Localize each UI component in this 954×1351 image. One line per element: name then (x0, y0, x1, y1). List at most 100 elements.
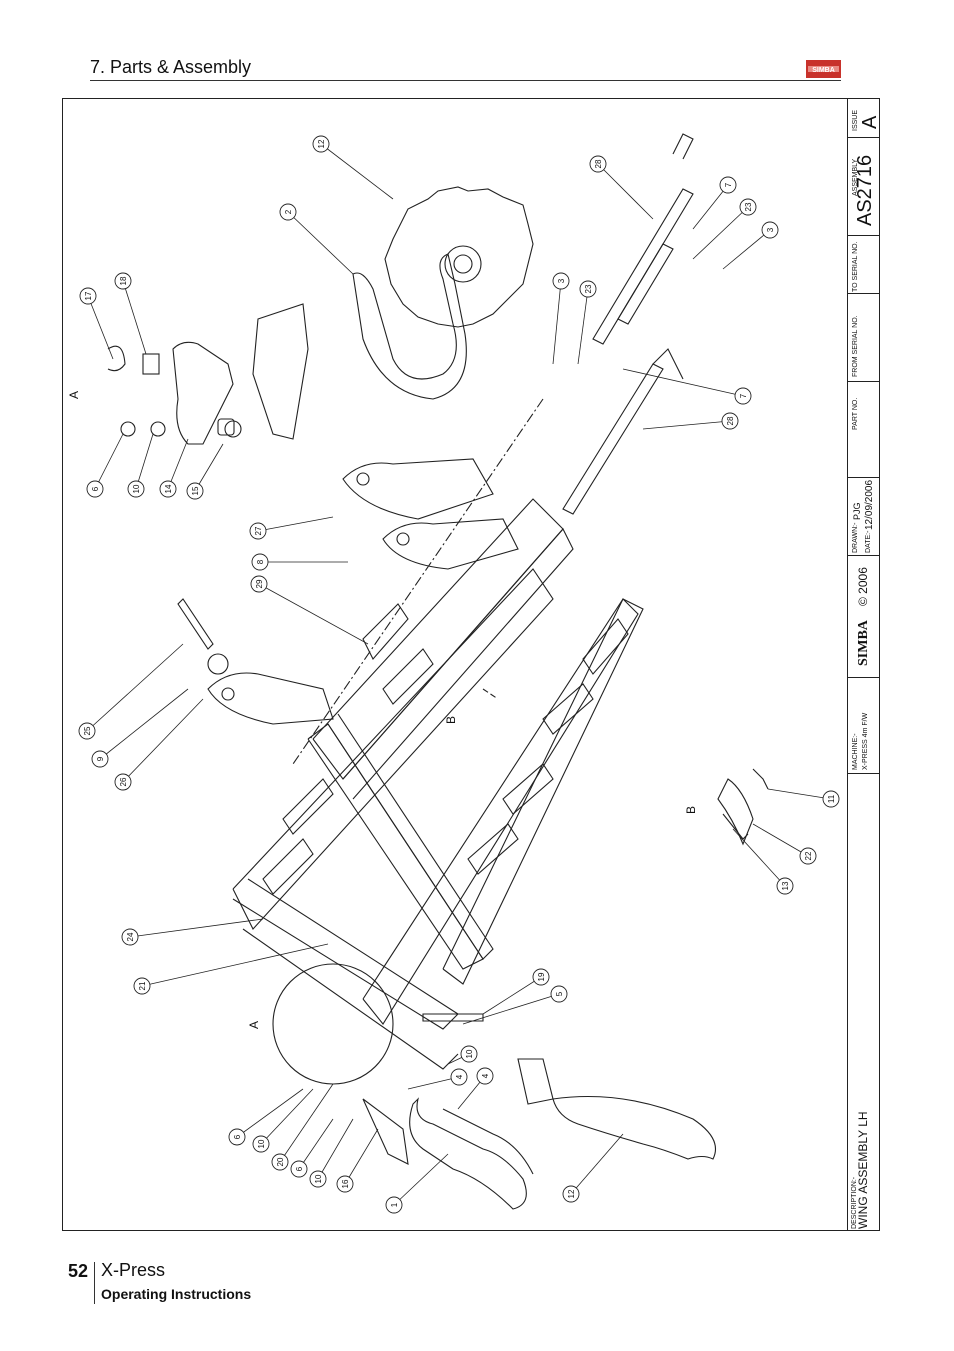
callout-number: 12 (317, 139, 326, 148)
bracket-5 (582, 618, 629, 675)
nut-left (120, 421, 136, 437)
tb-issue-value: A (859, 115, 881, 129)
bolt-cluster-plate (362, 1098, 409, 1165)
callout-number: 28 (594, 159, 603, 168)
lower-frame-rail-2 (242, 928, 459, 1070)
headstock-plate-1 (342, 458, 494, 520)
header-rule (90, 80, 841, 81)
wing-beam (442, 598, 644, 985)
mount-plate-left (172, 341, 234, 445)
tine-top (352, 253, 467, 400)
callout-number: 10 (257, 1139, 266, 1148)
callout-number: 15 (191, 486, 200, 495)
callout-bubble (121, 928, 139, 946)
callout-number: 28 (726, 416, 735, 425)
callout-bubble (532, 968, 550, 986)
callout-bubble (228, 1128, 246, 1146)
callout-number: 2 (284, 209, 293, 214)
callout-number: 6 (91, 486, 100, 491)
tb-assembly-cell: ASSEMBLY AS2716 (848, 137, 880, 236)
callout-bubble (761, 221, 779, 239)
callout-number: 16 (341, 1179, 350, 1188)
mount-bracket-left (252, 303, 309, 440)
callout-number: 10 (465, 1049, 474, 1058)
callout-number: 4 (455, 1074, 464, 1079)
section-line-2 (482, 688, 499, 700)
callout-bubble (799, 847, 817, 865)
callout-number: 3 (557, 278, 566, 283)
callout-bubble (312, 135, 330, 153)
callout-number: 23 (744, 202, 753, 211)
long-beam-right (362, 598, 639, 1025)
callout-bubble (450, 1068, 468, 1086)
tb-part-no-label: PART NO. (852, 397, 859, 430)
tb-copyright: © 2006 (856, 567, 870, 606)
page-header-title: 7. Parts & Assembly (90, 57, 252, 77)
callout-bubble (309, 1170, 327, 1188)
callout-number: 18 (119, 276, 128, 285)
section-label-a-bottom: A (247, 1021, 261, 1029)
ram-bottom (562, 363, 664, 515)
bracket-7 (502, 763, 554, 815)
tb-to-serial-label: TO SERIAL NO. (852, 241, 859, 292)
callout-number: 14 (164, 484, 173, 493)
callout-number: 25 (83, 726, 92, 735)
bracket-4 (262, 838, 314, 895)
tb-drawn-label: DRAWN:- (852, 522, 859, 553)
section-label-a-top: A (67, 391, 81, 399)
bush-left (224, 420, 242, 438)
callout-number: 13 (781, 881, 790, 890)
section-line-1 (292, 398, 544, 765)
bracket-2 (382, 648, 434, 705)
bracket-3 (282, 778, 334, 835)
callout-number: 20 (276, 1157, 285, 1166)
ram-top (592, 188, 694, 345)
footer-subtitle: Operating Instructions (101, 1286, 252, 1302)
callout-number: 5 (555, 991, 564, 996)
footer-page-number: 52 (68, 1261, 89, 1281)
callout-number: 19 (537, 972, 546, 981)
bracket-8 (467, 823, 519, 875)
callout-number: 26 (119, 777, 128, 786)
callout-bubble (114, 272, 132, 290)
footer-rule (94, 1262, 95, 1304)
footer-title: X-Press (101, 1260, 166, 1280)
shackle-block (142, 353, 160, 375)
callout-bubble (290, 1160, 308, 1178)
callout-number: 10 (314, 1174, 323, 1183)
logo-text: SIMBA (812, 67, 835, 74)
cross-beam-bottom (327, 713, 494, 960)
bolt-lower (422, 1013, 484, 1022)
lock-pin (107, 345, 126, 372)
tb-from-serial-cell: FROM SERIAL NO. (848, 293, 880, 382)
callout-bubble (251, 553, 269, 571)
tb-machine-label: MACHINE:- (852, 733, 859, 770)
callout-bubble (114, 773, 132, 791)
callout-number: 7 (739, 393, 748, 398)
callout-number: 4 (481, 1073, 490, 1078)
notched-disc-bottom (552, 1095, 717, 1160)
callout-number: 10 (132, 484, 141, 493)
callout-bubble (579, 280, 597, 298)
callout-number: 1 (390, 1202, 399, 1207)
lower-frame-rail (232, 878, 459, 1030)
main-beam-outline (312, 498, 564, 780)
long-beam-left (232, 568, 554, 930)
small-bracket (752, 768, 769, 790)
callout-number: 11 (827, 794, 836, 803)
callout-bubble (776, 877, 794, 895)
bracket-6 (542, 683, 594, 735)
tb-to-serial-cell: TO SERIAL NO. (848, 235, 880, 294)
callout-number: 3 (766, 227, 775, 232)
callout-bubble (86, 480, 104, 498)
callout-bubble (721, 412, 739, 430)
callout-bubble (127, 480, 145, 498)
callout-bubble (250, 575, 268, 593)
tb-issue-label: ISSUE (852, 109, 859, 131)
callout-bubble (734, 387, 752, 405)
tb-assembly-value: AS2716 (854, 154, 876, 226)
callout-bubble (159, 480, 177, 498)
callout-bubble (476, 1067, 494, 1085)
